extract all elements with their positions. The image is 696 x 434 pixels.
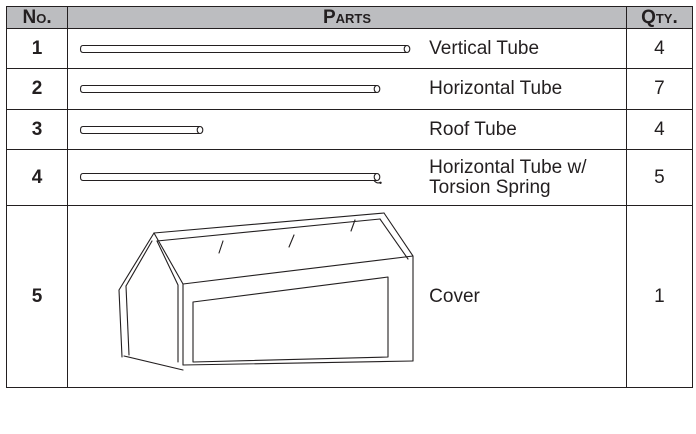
vertical-tube-icon (80, 44, 411, 53)
part-name: Vertical Tube (429, 37, 540, 59)
row-number: 3 (5, 109, 69, 150)
table-row: 1 Vertical Tube 4 (5, 28, 694, 69)
table-row: 4 Horizontal Tube w/ Torsion Spring 5 (5, 149, 694, 206)
row-number: 1 (5, 28, 69, 69)
part-name: Horizontal Tube (429, 78, 563, 99)
table-row: 2 Horizontal Tube 7 (5, 68, 694, 110)
torsion-spring-tube-icon (80, 172, 382, 184)
part-name-line1: Horizontal Tube w/ (429, 156, 587, 178)
table-row: 5 (5, 205, 694, 388)
row-qty: 5 (625, 149, 694, 206)
header-row: No. Parts Qty. (5, 6, 694, 29)
row-qty: 4 (625, 109, 694, 150)
roof-tube-icon (80, 125, 204, 134)
horizontal-tube-icon (80, 84, 381, 94)
header-no: No. (5, 6, 69, 29)
row-qty: 4 (625, 28, 694, 69)
row-qty: 1 (625, 205, 694, 388)
part-name-line2: Torsion Spring (429, 176, 551, 198)
header-qty: Qty. (625, 6, 694, 29)
row-number: 2 (5, 68, 69, 110)
header-parts: Parts (67, 6, 627, 29)
table-row: 3 Roof Tube 4 (5, 109, 694, 150)
part-name: Roof Tube (429, 118, 517, 140)
part-name: Cover (429, 285, 480, 307)
cover-icon (118, 211, 414, 371)
parts-table: No. Parts Qty. 1 Vertical Tube 4 2 (5, 6, 694, 388)
row-number: 4 (5, 149, 69, 206)
row-qty: 7 (625, 68, 694, 110)
row-number: 5 (5, 205, 69, 388)
